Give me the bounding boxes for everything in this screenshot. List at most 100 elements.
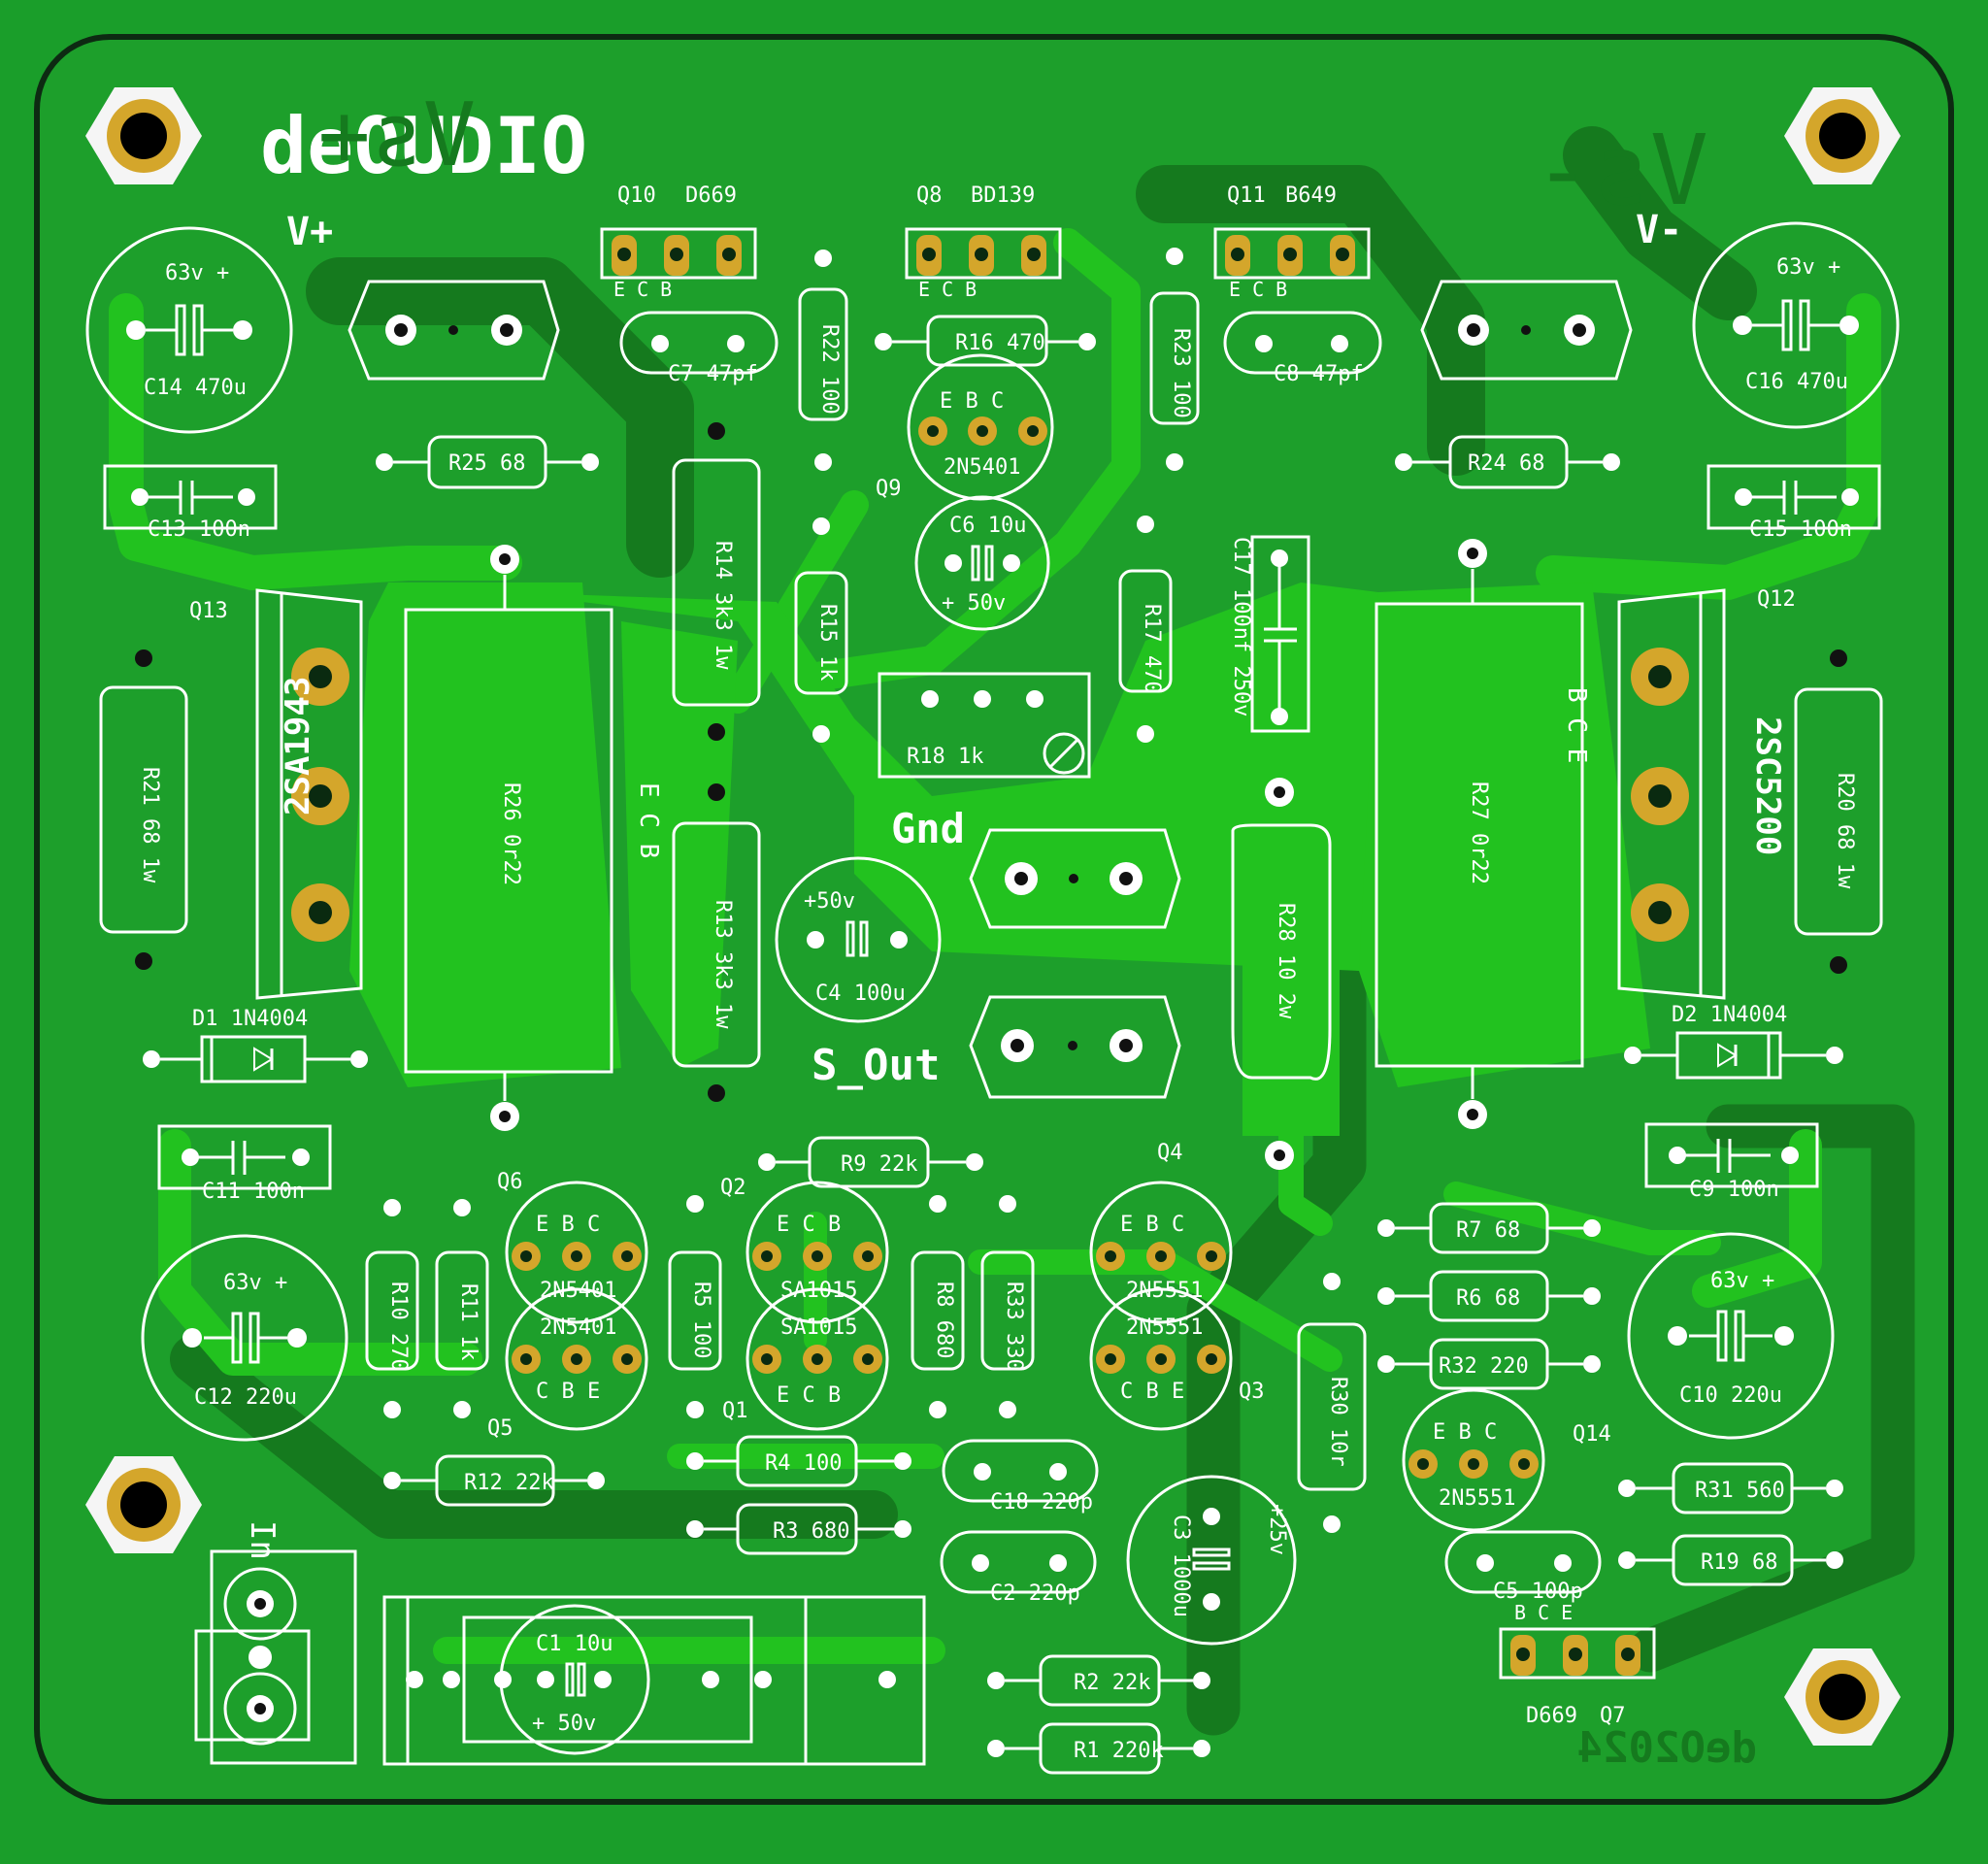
cap-c7-label: C7 47pf: [668, 362, 758, 386]
r21-label: R21 68 1w: [138, 767, 162, 883]
q1-ref: Q1: [722, 1399, 748, 1423]
cap-c2: C2 220p: [940, 1530, 1097, 1606]
cap-c16-label: C16 470u: [1745, 370, 1848, 394]
resistor-r2: R2 22k: [987, 1654, 1210, 1707]
cap-c8-label: C8 47pf: [1274, 362, 1364, 386]
cap-c16: 63v + C16 470u: [1692, 221, 1900, 429]
q10-pins: E C B: [613, 278, 672, 301]
r25-label: R25 68: [448, 451, 525, 476]
q4-ref: Q4: [1157, 1141, 1183, 1165]
resistor-r1: R1 220k: [987, 1722, 1210, 1775]
transistor-q11: Q11 B649 E C B: [1213, 183, 1371, 301]
cap-c9-label: C9 100n: [1689, 1178, 1779, 1202]
resistor-r7: R7 68: [1377, 1202, 1601, 1254]
q11-part: B649: [1285, 183, 1337, 208]
cap-c10: 63v + C10 220u: [1627, 1232, 1835, 1440]
cap-c13: C13 100n: [103, 464, 278, 542]
r4-label: R4 100: [765, 1451, 842, 1476]
cap-c9: C9 100n: [1644, 1122, 1819, 1202]
q8-pins: E C B: [918, 278, 977, 301]
cap-c5: C5 100p: [1444, 1530, 1602, 1604]
input-filter-box: [382, 1595, 926, 1766]
resistor-r25: R25 68: [376, 435, 599, 489]
cap-c13-label: C13 100n: [148, 517, 250, 542]
rail-positive-label: V+: [286, 210, 333, 254]
transistor-q2: E C B SA1015 Q2: [720, 1176, 889, 1324]
cap-c2-label: C2 220p: [990, 1581, 1080, 1606]
q3-part: 2N5551: [1126, 1315, 1203, 1340]
d2-label: D2 1N4004: [1672, 1003, 1787, 1027]
resistor-r31: R31 560: [1618, 1462, 1843, 1514]
resistor-r19: R19 68: [1618, 1534, 1843, 1586]
resistor-r8: R8 680: [911, 1195, 965, 1418]
q5-part: 2N5401: [540, 1315, 616, 1340]
q12-part: 2SC5200: [1748, 716, 1787, 855]
resistor-r14: R14 3k3 1w: [672, 422, 761, 741]
cap-c15: C15 100n: [1706, 464, 1881, 542]
r19-label: R19 68: [1701, 1550, 1777, 1575]
q6-ref: Q6: [497, 1170, 523, 1194]
cap-c14: 63v + C14 470u: [85, 226, 293, 434]
rail-negative-label: V-: [1636, 208, 1682, 252]
q7-pins: B C E: [1514, 1601, 1573, 1624]
input-terminal: In: [194, 1520, 357, 1765]
resistor-r3: R3 680: [686, 1503, 911, 1555]
mirror-text-negative: Vs-: [1533, 114, 1708, 227]
trimmer-adjust-icon: [1043, 732, 1085, 775]
r9-label: R9 22k: [841, 1152, 917, 1177]
cap-c10-label: C10 220u: [1679, 1383, 1782, 1408]
resistor-r23: R23 100: [1149, 248, 1200, 471]
resistor-r9: R9 22k: [758, 1136, 983, 1188]
resistor-r32: R32 220: [1377, 1338, 1601, 1390]
r10-label: R10 270: [386, 1282, 411, 1372]
resistor-r12: R12 22k: [383, 1454, 605, 1507]
cap-c12-label: C12 220u: [194, 1385, 297, 1410]
cap-c6-label: C6 10u: [949, 514, 1026, 538]
cap-c1-voltage: + 50v: [532, 1712, 596, 1736]
mount-hole-br: [1784, 1648, 1901, 1746]
mount-hole-bl: [85, 1456, 202, 1553]
r16-label: R16 470: [955, 331, 1045, 355]
r26-label: R26 0r22: [499, 782, 523, 885]
q10-ref: Q10: [617, 183, 656, 208]
q12-pins: B C E: [1562, 687, 1591, 763]
transistor-q7: B C E D669 Q7: [1499, 1601, 1656, 1728]
trimmer-r18: R18 1k: [878, 672, 1091, 779]
r2-label: R2 22k: [1074, 1671, 1150, 1695]
cap-c6-voltage: + 50v: [942, 591, 1006, 616]
cap-c4: +50v C4 100u: [775, 856, 942, 1023]
cap-c3: C3 1000u +25v: [1126, 1475, 1297, 1646]
q14-part: 2N5551: [1439, 1486, 1515, 1511]
r12-label: R12 22k: [464, 1471, 554, 1495]
gnd-label: Gnd: [891, 805, 965, 852]
r5-label: R5 100: [689, 1282, 713, 1358]
signature: deO2024: [1577, 1723, 1757, 1773]
resistor-r11: R11 1k: [435, 1199, 489, 1418]
cap-c15-label: C15 100n: [1749, 517, 1852, 542]
r6-label: R6 68: [1456, 1286, 1520, 1311]
transistor-q10: Q10 D669 E C B: [600, 183, 757, 301]
resistor-r27: R27 0r22: [1375, 539, 1584, 1129]
mount-hole-tr: [1784, 87, 1901, 184]
r14-label: R14 3k3 1w: [711, 541, 735, 670]
power-transistor-q13: Q13 2SA1943 E C B: [189, 588, 663, 1000]
resistor-r33: R33 330: [980, 1195, 1035, 1418]
q9-ref: Q9: [876, 477, 902, 501]
r7-label: R7 68: [1456, 1218, 1520, 1243]
q3-ref: Q3: [1239, 1380, 1265, 1404]
q8-part: BD139: [971, 183, 1035, 208]
resistor-r6: R6 68: [1377, 1270, 1601, 1322]
cap-c5-label: C5 100p: [1493, 1580, 1583, 1604]
rail-terminal-left: [348, 280, 560, 381]
input-label: In: [243, 1520, 282, 1560]
output-label: S_Out: [812, 1041, 940, 1090]
q10-part: D669: [685, 183, 737, 208]
cap-c4-label: C4 100u: [815, 982, 906, 1006]
cap-c12: 63v + C12 220u: [141, 1234, 348, 1442]
resistor-r15: R15 1k: [794, 517, 848, 743]
cap-c6: C6 10u + 50v: [914, 495, 1050, 631]
resistor-r4: R4 100: [686, 1435, 911, 1487]
cap-c11: C11 100n: [157, 1124, 332, 1204]
q13-ref: Q13: [189, 599, 228, 623]
